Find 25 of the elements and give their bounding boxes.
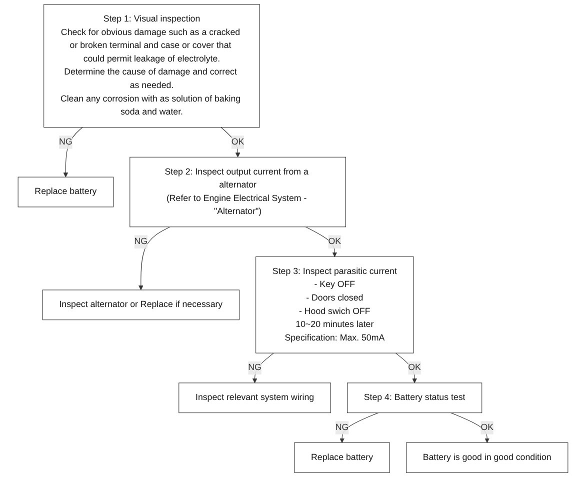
arrow: [252, 352, 274, 384]
arrow: [138, 226, 170, 290]
edge-label: OK: [231, 137, 244, 147]
arrow: [63, 127, 83, 178]
arrow: [450, 412, 490, 443]
node-box: Replace battery: [18, 176, 114, 208]
node-box: Step 2: Inspect output current from a alternator (Refer to Engine Electrical System - "Alternator"): [130, 156, 346, 228]
arrow: [305, 226, 338, 257]
node-box: Replace battery: [294, 442, 390, 473]
edge-label: NG: [134, 236, 148, 246]
node-box: Step 1: Visual inspection Check for obvious damage such as a cracked or broken terminal and case or cover that could permit leakage of electrolyte. Determine the cause of damage and correct as needed. Clean any corrosion with as solution of baking soda and water.: [44, 4, 260, 128]
edge-label: OK: [408, 363, 421, 372]
edge-label: NG: [59, 137, 72, 147]
arrow: [395, 352, 417, 384]
node-box: Inspect relevant system wiring: [178, 382, 331, 414]
edge-label: OK: [328, 236, 342, 246]
node-box: Battery is good in good condition: [406, 442, 568, 473]
arrow: [340, 412, 379, 443]
edge-label: OK: [480, 422, 494, 432]
arrow: [220, 127, 240, 158]
node-box: Inspect alternator or Replace if necessary: [42, 290, 240, 320]
edge-label: NG: [248, 363, 262, 372]
node-box: Step 3: Inspect parasitic current - Key OFF - Doors closed - Hood swich OFF 10~20 minutes later Specification: Max. 50mA: [256, 256, 414, 354]
edge-label: NG: [335, 422, 349, 432]
node-box: Step 4: Battery status test: [347, 382, 482, 414]
